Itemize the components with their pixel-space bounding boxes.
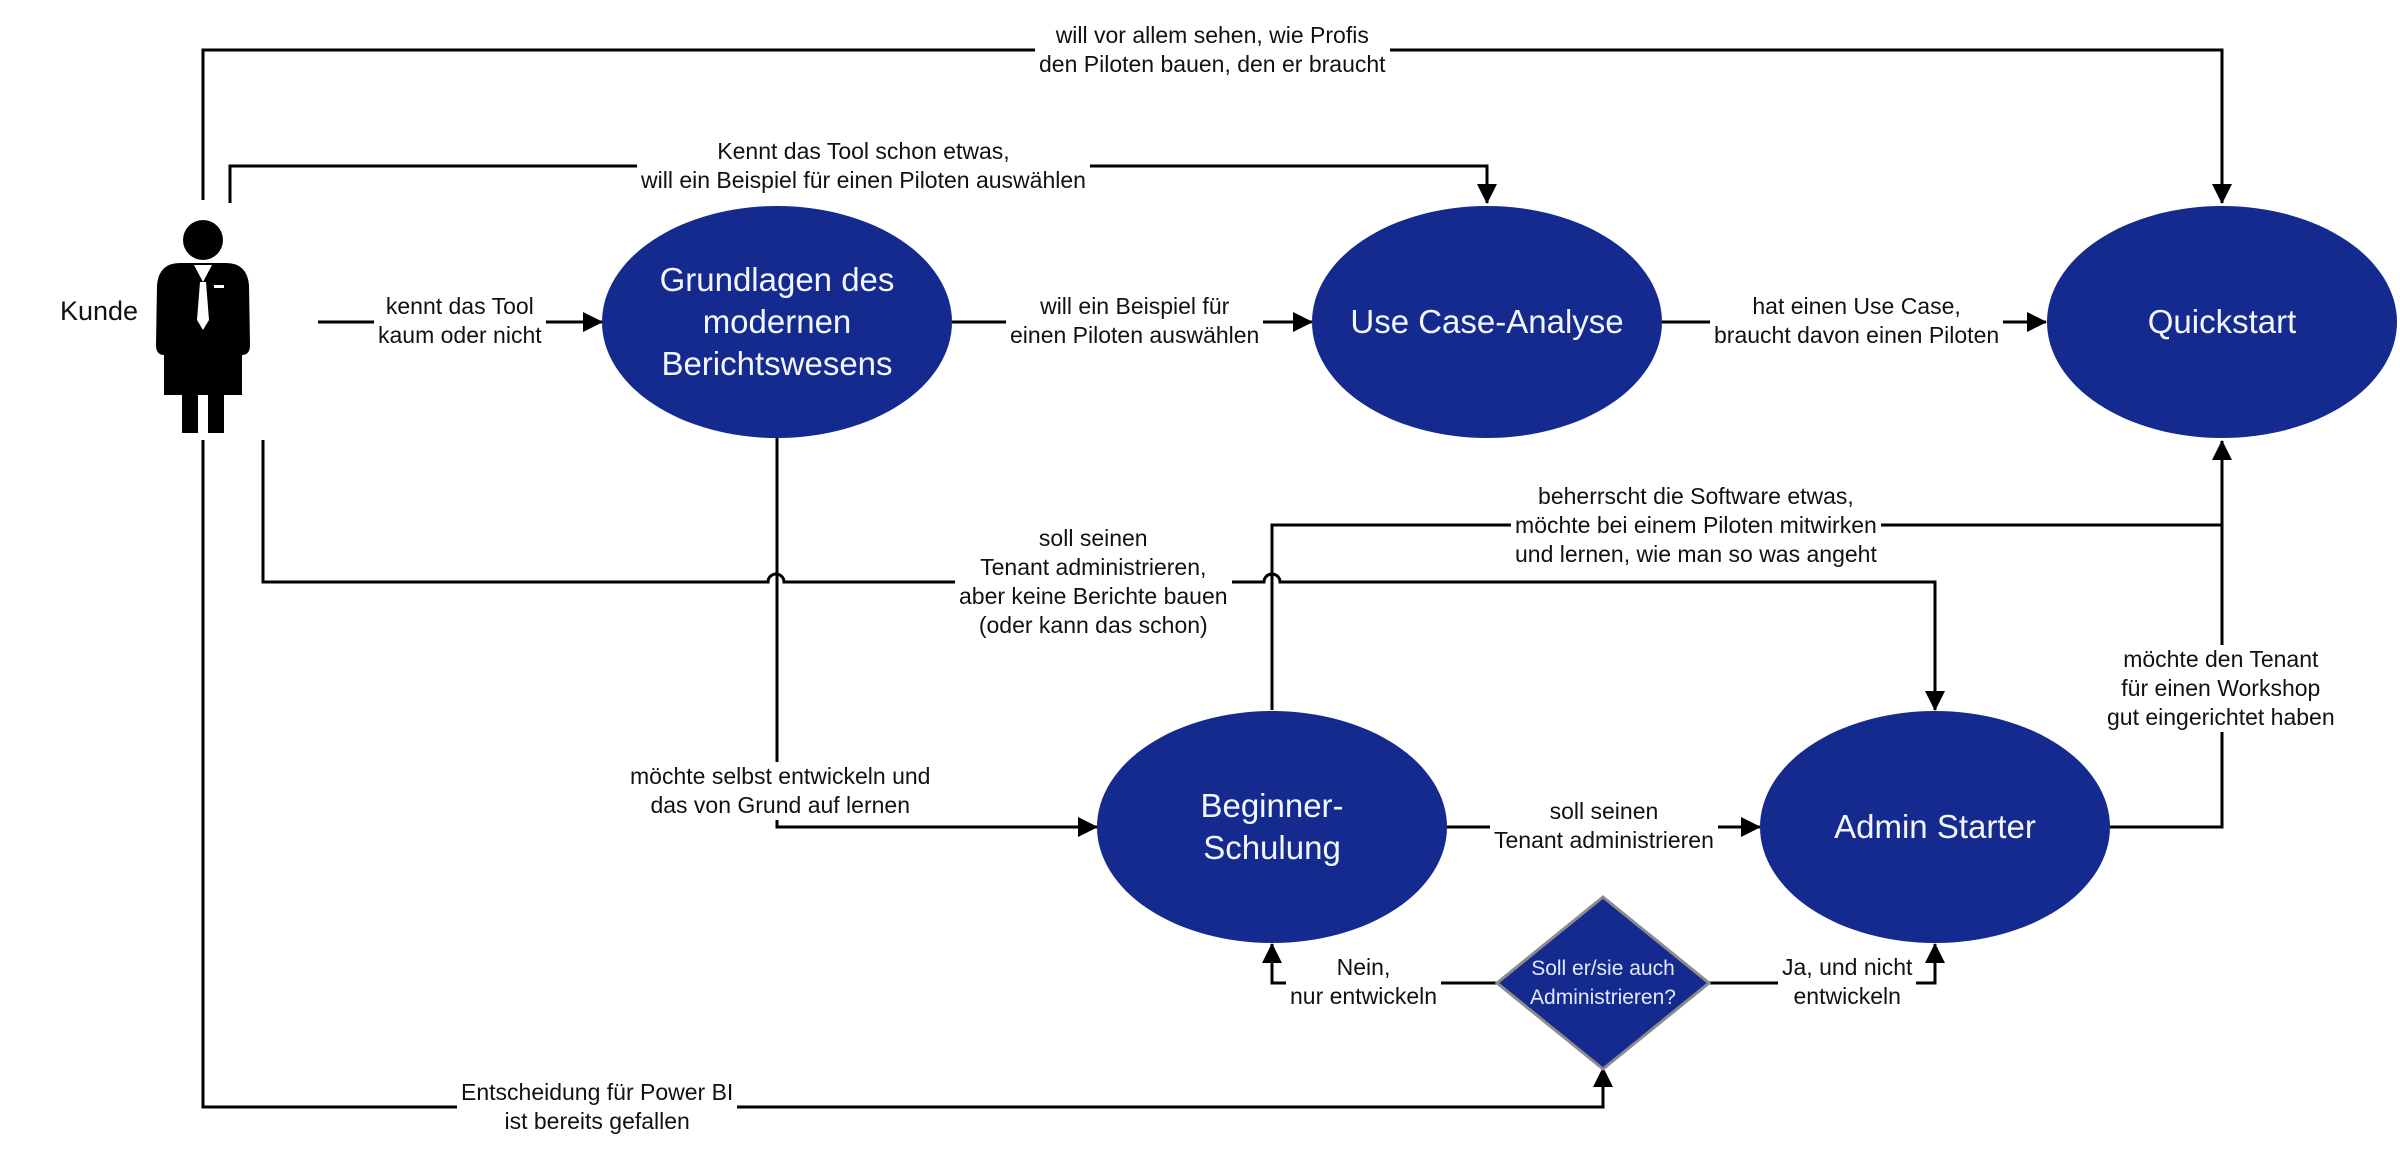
edge-label-line: beherrscht die Software etwas, [1538, 483, 1854, 509]
edge-label-line: ist bereits gefallen [504, 1108, 690, 1134]
edge-label-grundlagen-usecase: will ein Beispiel für einen Piloten ausw… [1006, 292, 1264, 350]
edge-label-admin-quickstart: möchte den Tenant für einen Workshop gut… [2103, 645, 2339, 732]
edge-label-line: will ein Beispiel für [1040, 293, 1230, 319]
node-label-line: modernen [702, 303, 852, 340]
decision-label-line: Soll er/sie auch [1531, 957, 1675, 980]
person-icon [156, 220, 250, 433]
edge-label-line: den Piloten bauen, den er braucht [1039, 51, 1386, 77]
node-use-case-shape [1312, 206, 1662, 438]
node-label-line: Grundlagen des [659, 261, 895, 298]
edge-label-beginner-quickstart: beherrscht die Software etwas, möchte be… [1511, 482, 1881, 569]
edge-label-line: soll seinen [1549, 798, 1659, 824]
edge-label-line: Tenant administrieren, [980, 554, 1207, 580]
node-label-line: Quickstart [2147, 303, 2297, 340]
edge-label-line: Nein, [1336, 954, 1391, 980]
edge-label-top: will vor allem sehen, wie Profis den Pil… [1035, 21, 1390, 79]
node-label-line: Beginner- [1200, 787, 1344, 824]
edge-label-line: aber keine Berichte bauen [959, 583, 1228, 609]
edge-label-line: möchte bei einem Piloten mitwirken [1515, 512, 1877, 538]
actor-label: Kunde [60, 296, 139, 326]
edge-label-line: einen Piloten auswählen [1010, 322, 1260, 348]
edge-label-line: möchte selbst entwickeln und [630, 763, 931, 789]
edge-grundlagen-beginner [775, 438, 1098, 837]
edge-label-line: und lernen, wie man so was angeht [1515, 541, 1877, 567]
edge-label-line: für einen Workshop [2121, 675, 2321, 701]
edge-label-grundlagen-beginner: möchte selbst entwickeln und das von Gru… [626, 762, 935, 820]
edge-label-line: will vor allem sehen, wie Profis [1055, 22, 1369, 48]
edge-label-usecase-quickstart: hat einen Use Case, braucht davon einen … [1710, 292, 2004, 350]
edge-label-line: braucht davon einen Piloten [1714, 322, 2000, 348]
node-grundlagen-shape [602, 206, 952, 438]
edge-label-line: entwickeln [1793, 983, 1901, 1009]
edge-label-line: möchte den Tenant [2123, 646, 2319, 672]
decision-label-line: Administrieren? [1530, 986, 1676, 1009]
edge-label-bottom: Entscheidung für Power BI ist bereits ge… [457, 1078, 738, 1136]
edge-label-line: will ein Beispiel für einen Piloten ausw… [641, 167, 1086, 193]
edge-label-line: hat einen Use Case, [1752, 293, 1961, 319]
edge-label-beginner-admin: soll seinen Tenant administrieren [1490, 797, 1718, 855]
edge-label-line: Kennt das Tool schon etwas, [717, 138, 1010, 164]
edge-admin-quickstart [2110, 525, 2224, 829]
node-use-case[interactable]: Use Case-Analyse [1312, 206, 1662, 438]
node-admin[interactable]: Admin Starter [1760, 711, 2110, 943]
edge-label-line: (oder kann das schon) [978, 612, 1208, 638]
decision-diamond-shape [1494, 895, 1712, 1071]
edge-label-second: Kennt das Tool schon etwas, will ein Bei… [637, 137, 1090, 195]
edge-kunde-decision [201, 440, 1613, 1109]
edge-label-line: kaum oder nicht [378, 322, 542, 348]
node-label-line: Berichtswesens [661, 345, 893, 382]
node-quickstart[interactable]: Quickstart [2047, 206, 2397, 438]
node-label-line: Schulung [1203, 829, 1341, 866]
edge-label-line: Tenant administrieren [1494, 827, 1714, 853]
node-label-line: Use Case-Analyse [1350, 303, 1624, 340]
edge-label-kunde-grundlagen: kennt das Tool kaum oder nicht [374, 292, 546, 350]
edge-label-line: Ja, und nicht [1782, 954, 1913, 980]
edge-label-line: soll seinen [1038, 525, 1148, 551]
edge-label-kunde-admin: soll seinen Tenant administrieren, aber … [955, 524, 1232, 640]
node-beginner[interactable]: Beginner- Schulung [1097, 711, 1447, 943]
decision-node[interactable]: Soll er/sie auch Administrieren? [1503, 935, 1703, 1031]
edge-label-decision-no: Nein, nur entwickeln [1286, 953, 1442, 1011]
edge-label-line: kennt das Tool [385, 293, 534, 319]
node-quickstart-shape [2047, 206, 2397, 438]
node-label-line: Admin Starter [1834, 808, 2036, 845]
edge-label-line: das von Grund auf lernen [650, 792, 910, 818]
node-grundlagen[interactable]: Grundlagen des modernen Berichtswesens [602, 206, 952, 438]
node-beginner-shape [1097, 711, 1447, 943]
edge-label-decision-yes: Ja, und nicht entwickeln [1778, 953, 1917, 1011]
edge-label-line: nur entwickeln [1290, 983, 1438, 1009]
edge-label-line: Entscheidung für Power BI [461, 1079, 734, 1105]
edge-label-line: gut eingerichtet haben [2107, 704, 2335, 730]
node-admin-shape [1760, 711, 2110, 943]
